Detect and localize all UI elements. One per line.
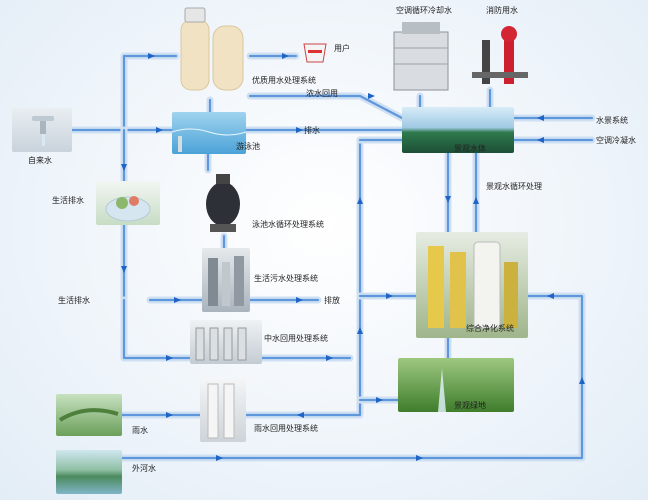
flow-arrow-icon — [121, 164, 127, 171]
label-rain: 雨水 — [132, 426, 148, 435]
flow-arrow-icon — [537, 115, 544, 121]
reclaimed-water-image — [190, 320, 262, 364]
pipe-inner — [244, 138, 362, 417]
label-landscape-circ: 景观水循环处理 — [486, 182, 542, 191]
landscape-water-image — [402, 107, 514, 153]
pipe-inner — [122, 298, 192, 360]
flow-arrow-icon — [326, 355, 333, 361]
pipe-outer — [120, 296, 194, 362]
label-user: 用户 — [334, 44, 350, 53]
flow-arrow-icon — [296, 297, 303, 303]
flow-arrow-icon — [357, 327, 363, 334]
water-softener-image — [175, 6, 250, 96]
greenland-image — [398, 358, 514, 412]
label-river: 外河水 — [132, 464, 156, 473]
label-domestic-drain: 生活排水 — [52, 196, 84, 205]
user-cup-image — [296, 40, 336, 66]
river-image — [56, 450, 122, 494]
flow-arrow-icon — [148, 53, 155, 59]
flow-arrow-icon — [216, 455, 223, 461]
label-premium-water: 优质用水处理系统 — [252, 76, 316, 85]
flow-arrow-icon — [296, 127, 303, 133]
flow-arrow-icon — [156, 127, 163, 133]
label-reclaimed: 中水回用处理系统 — [264, 334, 328, 343]
label-landscape-water: 景观水体 — [454, 144, 486, 153]
label-fire: 消防用水 — [486, 6, 518, 15]
flow-arrow-icon — [166, 355, 173, 361]
label-ac-cooling: 空调循环冷却水 — [396, 6, 452, 15]
fire-valve-image — [470, 20, 530, 92]
pipe-outer — [120, 52, 180, 134]
flow-arrow-icon — [357, 197, 363, 204]
flow-arrow-icon — [174, 297, 181, 303]
label-ac-condensate: 空调冷凝水 — [596, 136, 636, 145]
flow-arrow-icon — [282, 53, 289, 59]
pool-image — [172, 112, 246, 154]
flow-arrow-icon — [376, 397, 383, 403]
label-domestic-drain2: 生活排水 — [58, 296, 90, 305]
label-drain1: 排水 — [304, 126, 320, 135]
label-sewage: 生活污水处理系统 — [254, 274, 318, 283]
label-water-system: 水景系统 — [596, 116, 628, 125]
label-rain-reuse: 雨水回用处理系统 — [254, 424, 318, 433]
domestic-drain-image — [96, 181, 160, 225]
flow-arrow-icon — [579, 377, 585, 384]
flow-arrow-icon — [297, 412, 304, 418]
flow-arrow-icon — [547, 293, 554, 299]
tap-image — [12, 108, 72, 152]
flow-arrow-icon — [166, 412, 173, 418]
sand-filter-image — [202, 170, 244, 236]
label-concentrate: 浓水回用 — [306, 89, 338, 98]
label-pool: 游泳池 — [236, 142, 260, 151]
flow-arrow-icon — [121, 266, 127, 273]
pipe-inner — [122, 54, 178, 132]
label-greenland: 景观绿地 — [454, 401, 486, 410]
label-drain2: 排放 — [324, 296, 340, 305]
cooling-tower-image — [388, 18, 454, 98]
rain-reuse-image — [200, 378, 246, 442]
flow-arrow-icon — [473, 197, 479, 204]
flow-arrow-icon — [537, 137, 544, 143]
label-purify: 综合净化系统 — [466, 324, 514, 333]
flow-arrow-icon — [386, 293, 393, 299]
rain-image — [56, 394, 122, 436]
flow-arrow-icon — [416, 455, 423, 461]
sewage-treatment-image — [202, 248, 250, 312]
label-tap-water: 自来水 — [28, 156, 52, 165]
flow-arrow-icon — [368, 93, 375, 99]
pipe-inner — [248, 94, 404, 120]
label-pool-circ: 泳池水循环处理系统 — [252, 220, 324, 229]
purify-system-image — [416, 232, 528, 338]
flow-arrow-icon — [445, 196, 451, 203]
